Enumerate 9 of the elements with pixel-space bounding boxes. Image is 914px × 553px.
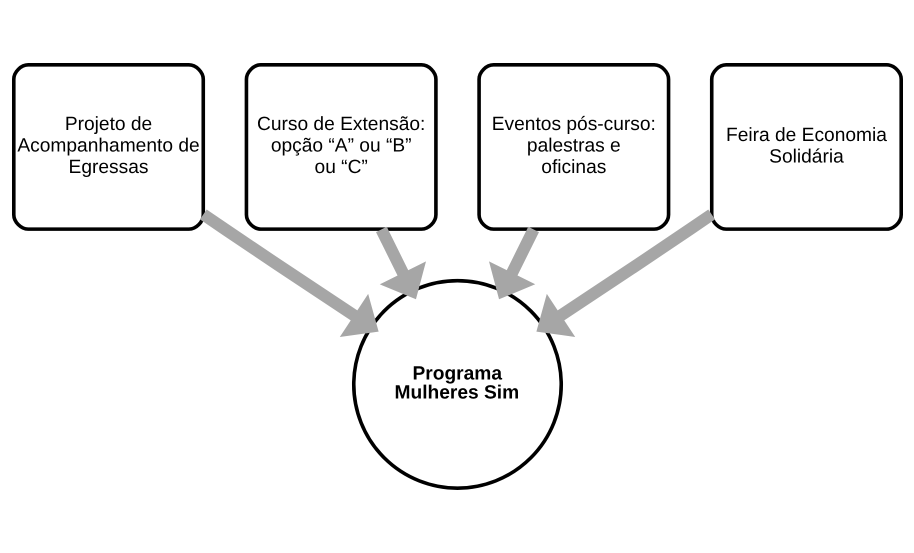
node-box: Eventos pós-curso: palestras e oficinas [476,63,670,231]
node-box: Projeto de Acompanhamento de Egressas [12,63,205,231]
arrow [376,226,426,300]
arrow [536,209,715,337]
node-circle: Programa Mulheres Sim [351,278,563,490]
node-box: Curso de Extensão: opção “A” ou “B” ou “C” [244,63,438,231]
arrow [199,209,378,337]
arrow [488,226,538,300]
node-box: Feira de Economia Solidária [709,63,902,231]
